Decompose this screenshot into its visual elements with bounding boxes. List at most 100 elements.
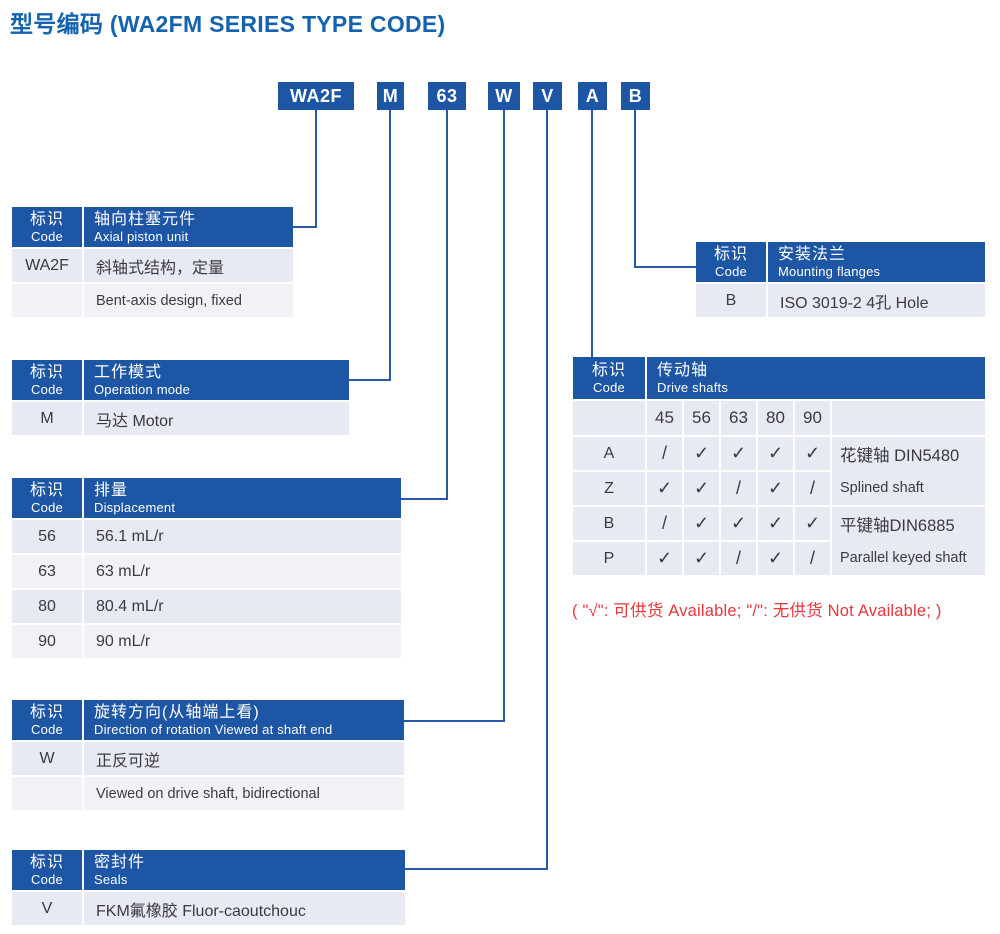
code-column-header: 标识 Code (573, 357, 645, 399)
code-box-m: M (377, 82, 404, 110)
table-cell: 63 mL/r (84, 555, 401, 588)
shaft-code: A (573, 437, 645, 470)
table-cell: W (12, 742, 82, 775)
availability-mark: ✓ (758, 437, 793, 470)
connector-w-horizontal (404, 720, 505, 722)
displacement-header: 排量 Displacement (84, 478, 401, 518)
connector-63-vertical (446, 110, 448, 500)
code-header-en: Code (31, 228, 63, 244)
table-cell: Bent-axis design, fixed (84, 284, 293, 317)
axial-piston-header: 轴向柱塞元件 Axial piston unit (84, 207, 293, 247)
table-cell: Viewed on drive shaft, bidirectional (84, 777, 404, 810)
shaft-code: P (573, 542, 645, 575)
connector-m-horizontal (349, 379, 391, 381)
shaft-size-header: 45 (647, 401, 682, 435)
table-cell: 斜轴式结构，定量 (84, 249, 293, 282)
table-cell: 80 (12, 590, 82, 623)
seals-header: 密封件 Seals (84, 850, 405, 890)
connector-b-vertical (634, 110, 636, 268)
code-header-en: Code (593, 379, 625, 395)
code-box-v: V (533, 82, 562, 110)
shaft-size-header: 63 (721, 401, 756, 435)
seals-title-en: Seals (94, 871, 128, 887)
table-cell: WA2F (12, 249, 82, 282)
mounting-flanges-table: 标识 Code 安装法兰 Mounting flanges B ISO 3019… (696, 242, 985, 317)
displacement-title-en: Displacement (94, 499, 176, 515)
code-box-wa2f: WA2F (278, 82, 354, 110)
connector-v-horizontal (405, 868, 548, 870)
code-box-a: A (578, 82, 607, 110)
drive-shafts-title-zh: 传动轴 (657, 361, 709, 379)
shaft-size-header: 56 (684, 401, 719, 435)
code-box-b: B (621, 82, 650, 110)
code-box-w: W (488, 82, 520, 110)
code-header-zh: 标识 (713, 245, 748, 263)
table-cell: 80.4 mL/r (84, 590, 401, 623)
availability-mark: / (647, 437, 682, 470)
drive-shafts-header: 传动轴 Drive shafts (647, 357, 985, 399)
table-cell-empty (573, 401, 645, 435)
code-header-en: Code (715, 263, 747, 279)
code-column-header: 标识 Code (12, 478, 82, 518)
code-column-header: 标识 Code (696, 242, 766, 282)
displacement-title-zh: 排量 (94, 481, 129, 499)
availability-mark: ✓ (795, 437, 830, 470)
shaft-type-en: Parallel keyed shaft (840, 550, 967, 566)
code-column-header: 标识 Code (12, 700, 82, 740)
table-cell (12, 777, 82, 810)
availability-mark: ✓ (647, 542, 682, 575)
shaft-code: B (573, 507, 645, 540)
drive-shafts-table: 标识 Code 传动轴 Drive shafts 45 56 63 80 90 … (573, 357, 985, 575)
availability-mark: ✓ (721, 507, 756, 540)
code-header-zh: 标识 (591, 361, 626, 379)
connector-b-horizontal (634, 266, 696, 268)
seals-table: 标识 Code 密封件 Seals V FKM氟橡胶 Fluor-caoutch… (12, 850, 405, 925)
connector-wa2f-horizontal (293, 226, 317, 228)
table-cell: 90 mL/r (84, 625, 401, 658)
shaft-type-zh: 平键轴DIN6885 (840, 517, 955, 535)
code-column-header: 标识 Code (12, 207, 82, 247)
code-column-header: 标识 Code (12, 850, 82, 890)
availability-mark: ✓ (684, 542, 719, 575)
rotation-header: 旋转方向(从轴端上看) Direction of rotation Viewed… (84, 700, 404, 740)
rotation-title-en: Direction of rotation Viewed at shaft en… (94, 721, 333, 737)
table-cell: ISO 3019-2 4孔 Hole (768, 284, 985, 317)
mounting-flanges-title-en: Mounting flanges (778, 263, 881, 279)
page-title: 型号编码 (WA2FM SERIES TYPE CODE) (10, 11, 446, 37)
code-column-header: 标识 Code (12, 360, 82, 400)
axial-piston-table: 标识 Code 轴向柱塞元件 Axial piston unit WA2F 斜轴… (12, 207, 293, 317)
rotation-title-zh: 旋转方向(从轴端上看) (94, 703, 260, 721)
operation-mode-title-en: Operation mode (94, 381, 191, 397)
code-header-en: Code (31, 499, 63, 515)
availability-mark: / (647, 507, 682, 540)
code-box-63: 63 (428, 82, 466, 110)
mounting-flanges-title-zh: 安装法兰 (778, 245, 847, 263)
availability-mark: ✓ (684, 437, 719, 470)
code-header-en: Code (31, 871, 63, 887)
shaft-size-header: 80 (758, 401, 793, 435)
availability-mark: ✓ (758, 542, 793, 575)
seals-title-zh: 密封件 (94, 853, 146, 871)
operation-mode-title-zh: 工作模式 (94, 363, 163, 381)
shaft-type-zh: 花键轴 DIN5480 (840, 447, 960, 465)
code-header-zh: 标识 (29, 363, 64, 381)
operation-mode-header: 工作模式 Operation mode (84, 360, 349, 400)
availability-mark: / (795, 472, 830, 505)
code-header-zh: 标识 (29, 703, 64, 721)
availability-mark: / (795, 542, 830, 575)
code-header-en: Code (31, 721, 63, 737)
displacement-table: 标识 Code 排量 Displacement 56 56.1 mL/r 63 … (12, 478, 401, 658)
availability-mark: ✓ (684, 472, 719, 505)
availability-mark: / (721, 472, 756, 505)
availability-mark: ✓ (758, 507, 793, 540)
code-header-zh: 标识 (29, 853, 64, 871)
code-header-en: Code (31, 381, 63, 397)
axial-piston-title-zh: 轴向柱塞元件 (94, 210, 197, 228)
availability-mark: ✓ (684, 507, 719, 540)
rotation-table: 标识 Code 旋转方向(从轴端上看) Direction of rotatio… (12, 700, 404, 810)
table-cell: 正反可逆 (84, 742, 404, 775)
availability-mark: ✓ (758, 472, 793, 505)
code-header-zh: 标识 (29, 210, 64, 228)
connector-a-vertical (591, 110, 593, 357)
